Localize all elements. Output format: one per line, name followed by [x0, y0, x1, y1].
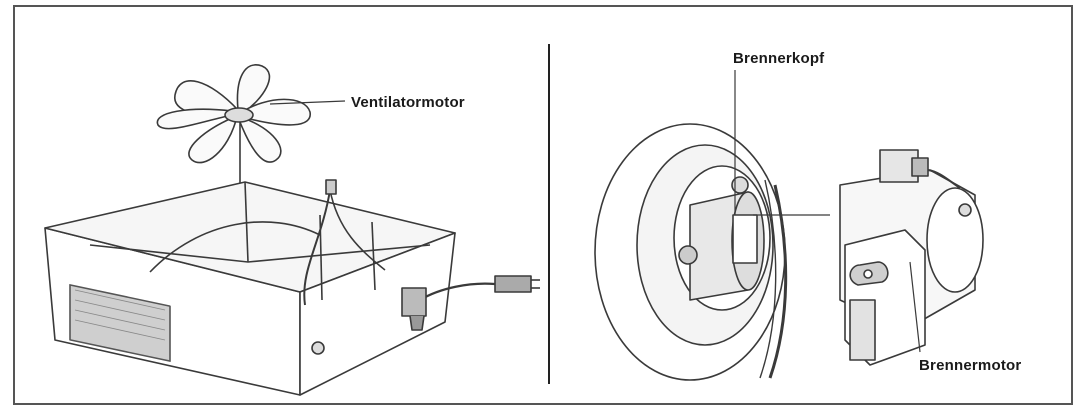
fan-heater-illustration — [44, 64, 540, 396]
label-brennerkopf: Brennerkopf — [733, 50, 825, 67]
power-plug — [494, 275, 532, 293]
label-ventilatormotor: Ventilatormotor — [351, 94, 465, 111]
burner-motor-leader — [909, 261, 921, 353]
diagram-frame — [13, 5, 1073, 405]
burner-illustration — [594, 70, 984, 381]
burner-head-leader — [734, 70, 830, 216]
fan-blades — [156, 64, 311, 164]
heater-grille — [69, 284, 171, 362]
fan-motor-leader — [269, 100, 346, 105]
label-brennermotor: Brennermotor — [919, 357, 1022, 374]
